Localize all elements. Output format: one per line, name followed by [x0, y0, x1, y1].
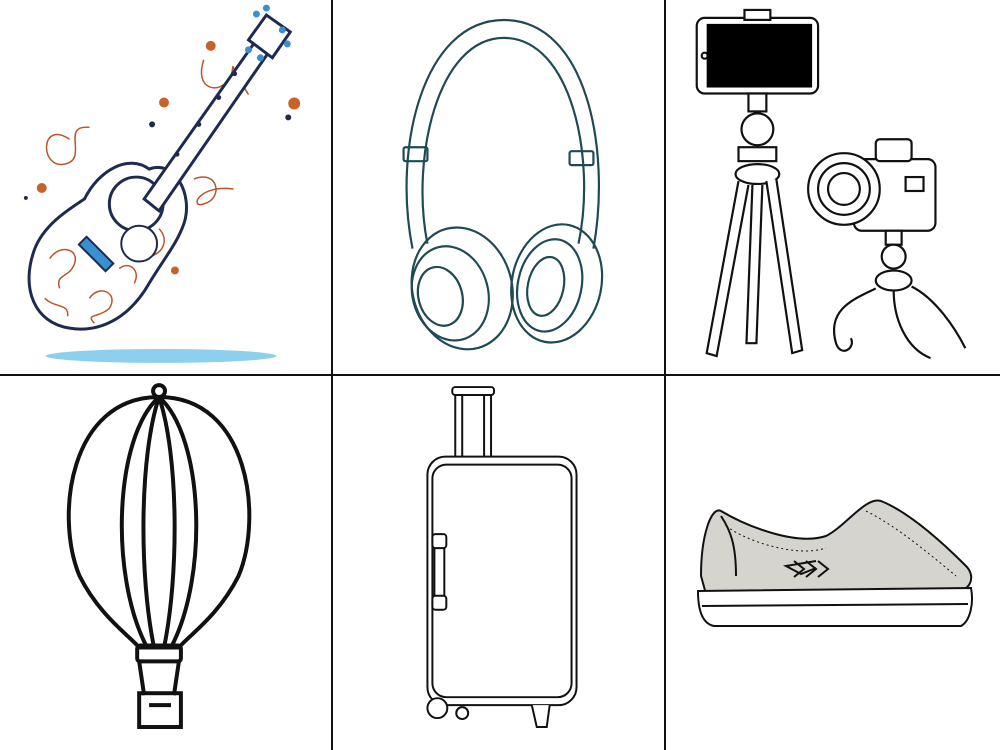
slip-on-sneaker-icon [696, 499, 973, 627]
headphones-icon [402, 18, 604, 351]
rolling-suitcase-icon [426, 386, 578, 729]
grid-cell-tripod-camera [666, 0, 1000, 376]
grid-cell-guitar [0, 0, 333, 376]
smartphone-tripod-and-camera-icon [695, 8, 967, 360]
grid-cell-suitcase [333, 376, 666, 750]
grid-cell-sneaker [666, 376, 1000, 750]
hot-air-balloon-icon [66, 383, 252, 729]
grid-cell-headphones [333, 0, 666, 376]
acoustic-guitar-icon [23, 4, 301, 363]
grid-cell-balloon [0, 376, 333, 750]
